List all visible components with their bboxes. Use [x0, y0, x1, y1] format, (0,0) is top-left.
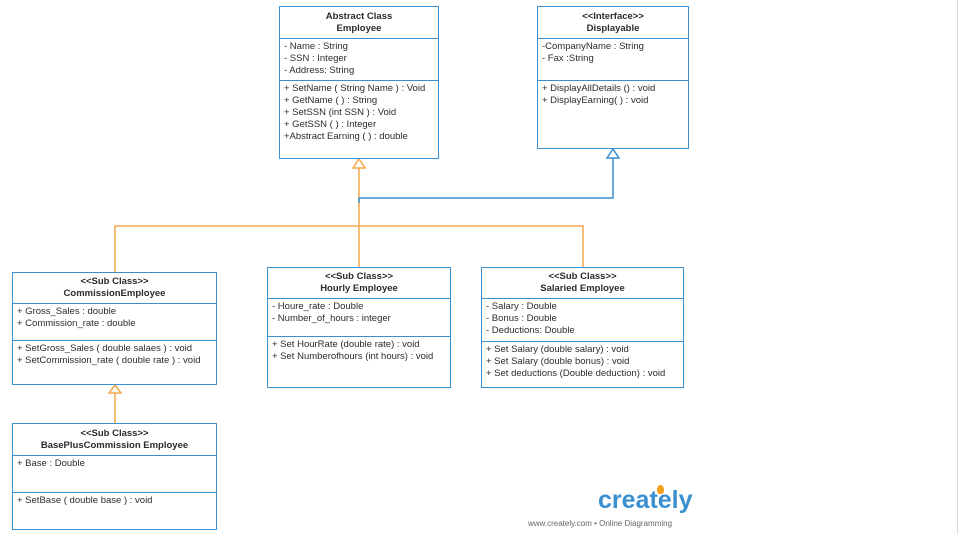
class-box-displayable[interactable]: <<Interface>> Displayable -CompanyName :… — [537, 6, 689, 149]
creately-tagline: www.creately.com • Online Diagramming — [528, 519, 673, 528]
method-row: + DisplayEarning( ) : void — [542, 95, 649, 106]
class-box-baseplus-commission-employee[interactable]: <<Sub Class>> BasePlusCommission Employe… — [12, 423, 217, 530]
class-stereotype: <<Sub Class>> — [80, 427, 149, 439]
methods-section: + SetGross_Sales ( double salaes ) : voi… — [13, 341, 216, 369]
class-header: <<Sub Class>> Salaried Employee — [482, 268, 683, 299]
inheritance-arrowhead-commission — [107, 383, 123, 394]
attribute-row: - Fax :String — [542, 53, 594, 64]
attribute-row: + Commission_rate : double — [17, 318, 136, 329]
attributes-section: - Salary : Double - Bonus : Double - Ded… — [482, 299, 683, 342]
attributes-section: + Gross_Sales : double + Commission_rate… — [13, 304, 216, 341]
method-row: + Set HourRate (double rate) : void — [272, 339, 420, 350]
methods-section: + Set Salary (double salary) : void + Se… — [482, 342, 683, 382]
lightbulb-icon — [657, 485, 664, 494]
class-header: <<Sub Class>> BasePlusCommission Employe… — [13, 424, 216, 456]
attributes-section: - Name : String - SSN : Integer - Addres… — [280, 39, 438, 81]
class-name: BasePlusCommission Employee — [40, 439, 189, 451]
class-stereotype: <<Interface>> — [582, 10, 644, 22]
attributes-section: + Base : Double — [13, 456, 216, 493]
class-box-hourly-employee[interactable]: <<Sub Class>> Hourly Employee - Houre_ra… — [267, 267, 451, 388]
class-box-commission-employee[interactable]: <<Sub Class>> CommissionEmployee + Gross… — [12, 272, 217, 385]
class-stereotype: <<Sub Class>> — [548, 271, 617, 282]
method-row: + Set Salary (double bonus) : void — [486, 356, 630, 367]
realization-arrowhead-displayable — [605, 147, 621, 159]
class-name: Employee — [336, 22, 382, 34]
methods-section: + SetBase ( double base ) : void — [13, 493, 216, 509]
attribute-row: - Name : String — [284, 41, 348, 52]
attribute-row: - Bonus : Double — [486, 313, 557, 324]
method-row: + SetSSN (int SSN ) : Void — [284, 107, 397, 118]
attribute-row: - Deductions: Double — [486, 325, 575, 336]
method-row: + DisplayAllDetails () : void — [542, 83, 656, 94]
attributes-section: -CompanyName : String - Fax :String — [538, 39, 688, 81]
creately-logo[interactable]: creately — [598, 486, 693, 514]
inheritance-line-commission — [114, 225, 584, 272]
class-box-salaried-employee[interactable]: <<Sub Class>> Salaried Employee - Salary… — [481, 267, 684, 388]
class-stereotype: <<Sub Class>> — [324, 271, 394, 282]
method-row: + SetBase ( double base ) : void — [17, 495, 153, 506]
inheritance-arrowhead-employee — [351, 157, 367, 169]
method-row: +Abstract Earning ( ) : double — [284, 131, 408, 142]
method-row: + Set Salary (double salary) : void — [486, 344, 629, 355]
method-row: + GetSSN ( ) : Integer — [284, 119, 377, 130]
class-stereotype: Abstract Class — [325, 10, 393, 22]
method-row: + Set deductions (Double deduction) : vo… — [486, 368, 666, 379]
method-row: + Set Numberofhours (int hours) : void — [272, 351, 434, 362]
method-row: + SetName ( String Name ) : Void — [284, 83, 426, 94]
method-row: + SetCommission_rate ( double rate ) : v… — [17, 355, 201, 366]
method-row: + SetGross_Sales ( double salaes ) : voi… — [17, 343, 193, 354]
attribute-row: - Houre_rate : Double — [272, 301, 364, 312]
class-header: <<Interface>> Displayable — [538, 7, 688, 39]
methods-section: + DisplayAllDetails () : void + DisplayE… — [538, 81, 688, 109]
attribute-row: + Base : Double — [17, 458, 85, 469]
class-stereotype: <<Sub Class>> — [80, 276, 149, 287]
class-box-employee[interactable]: Abstract Class Employee - Name : String … — [279, 6, 439, 159]
attribute-row: -CompanyName : String — [542, 41, 644, 52]
class-name: Displayable — [586, 22, 640, 34]
class-header: <<Sub Class>> CommissionEmployee — [13, 273, 216, 304]
class-name: Hourly Employee — [320, 283, 398, 294]
method-row: + GetName ( ) : String — [284, 95, 378, 106]
attribute-row: - SSN : Integer — [284, 53, 347, 64]
attribute-row: - Salary : Double — [486, 301, 557, 312]
attribute-row: - Number_of_hours : integer — [272, 313, 391, 324]
class-name: Salaried Employee — [540, 283, 625, 294]
realization-line-displayable — [358, 158, 614, 203]
attribute-row: - Address: String — [284, 65, 355, 76]
methods-section: + SetName ( String Name ) : Void + GetNa… — [280, 81, 438, 145]
class-header: Abstract Class Employee — [280, 7, 438, 39]
class-name: CommissionEmployee — [63, 288, 166, 299]
methods-section: + Set HourRate (double rate) : void + Se… — [268, 337, 450, 365]
attribute-row: + Gross_Sales : double — [17, 306, 117, 317]
attributes-section: - Houre_rate : Double - Number_of_hours … — [268, 299, 450, 337]
class-header: <<Sub Class>> Hourly Employee — [268, 268, 450, 299]
